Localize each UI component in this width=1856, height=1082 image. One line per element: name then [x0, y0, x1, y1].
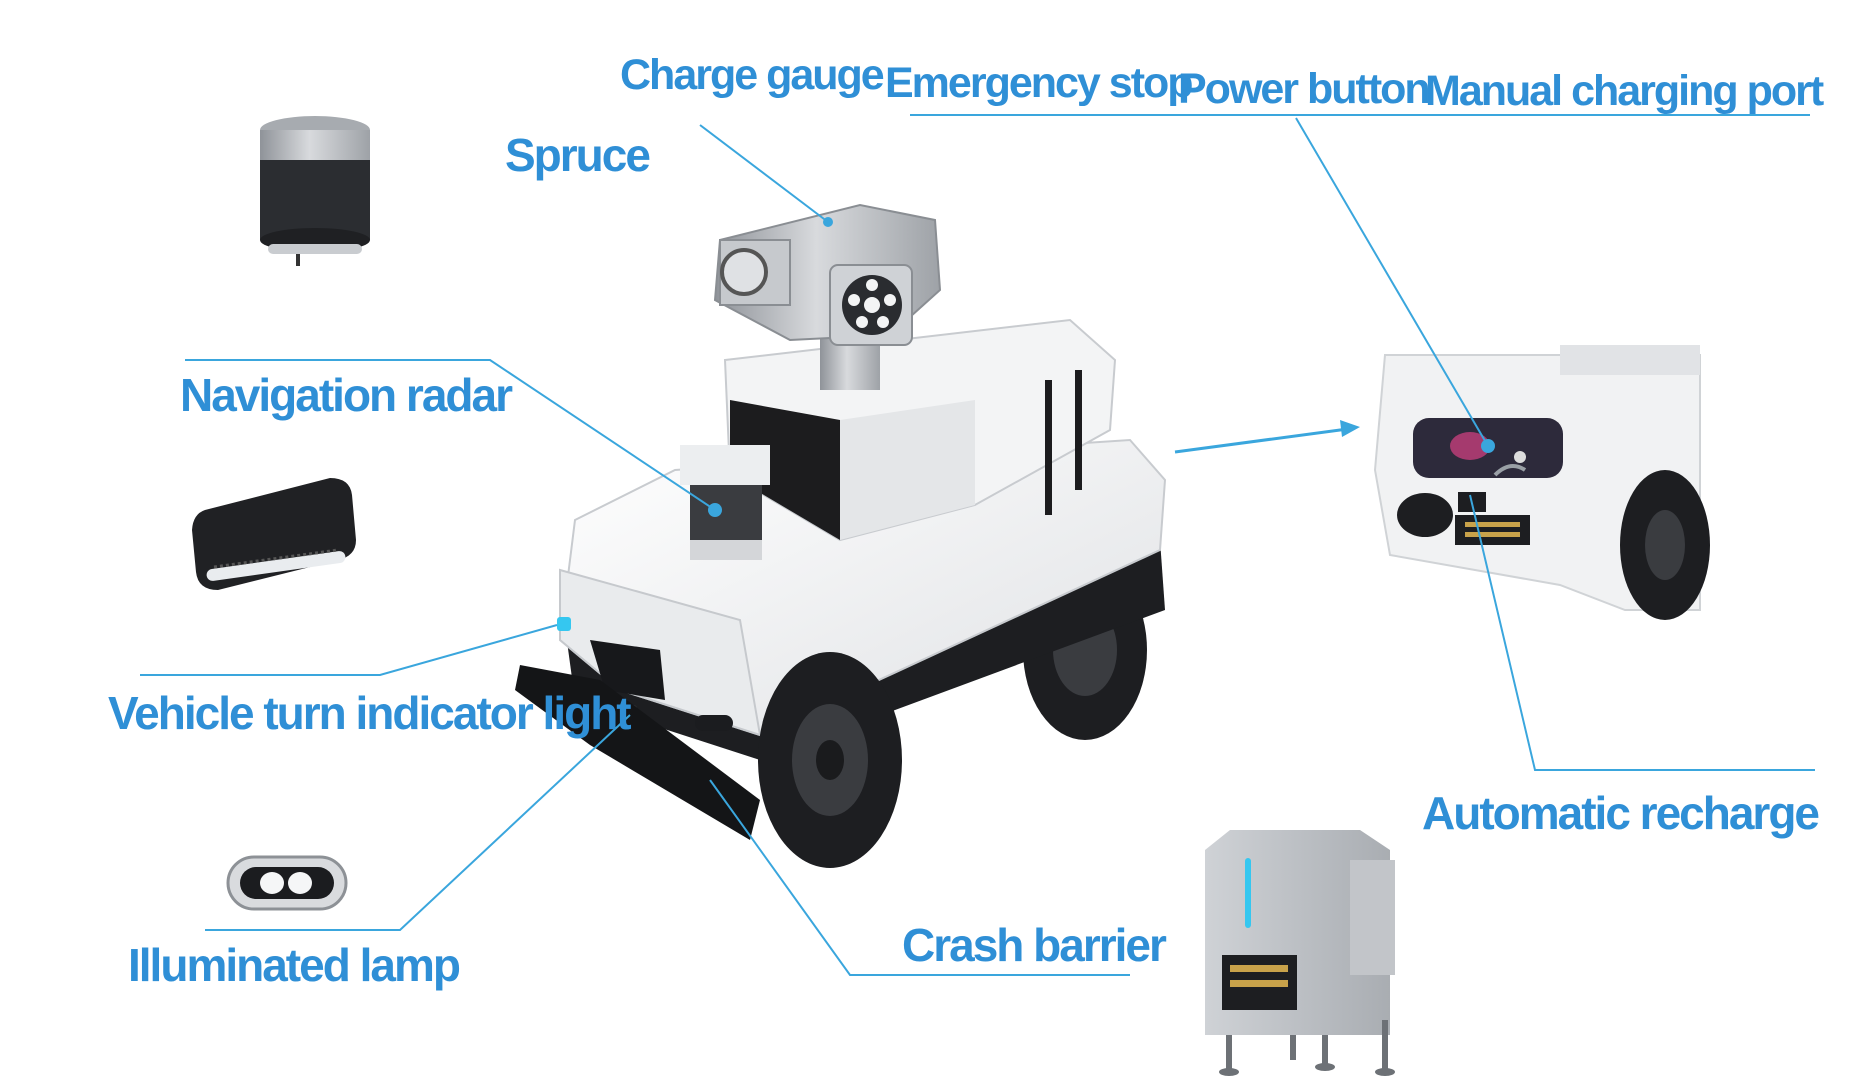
charging-station-icon [1205, 830, 1395, 1076]
illuminated-lamp-icon [226, 855, 348, 911]
label-automatic-recharge: Automatic recharge [1422, 787, 1820, 839]
label-navigation-radar: Navigation radar [180, 369, 513, 421]
patrol-robot-illustration [515, 203, 1167, 868]
label-spruce: Spruce [505, 129, 651, 181]
label-vehicle-turn-indicator-light: Vehicle turn indicator light [108, 687, 632, 739]
label-emergency-stop: Emergency stop [885, 59, 1194, 107]
label-power-button: Power button [1178, 65, 1431, 113]
lidar-sensor-icon [260, 116, 370, 266]
label-manual-charging-port: Manual charging port [1425, 67, 1824, 115]
control-panel-detail-inset [1373, 345, 1710, 620]
label-illuminated-lamp: Illuminated lamp [128, 939, 461, 991]
label-crash-barrier: Crash barrier [902, 919, 1167, 971]
label-charge-gauge: Charge gauge [620, 51, 885, 99]
led-light-bar-icon [192, 478, 356, 590]
leader-lines [140, 114, 1815, 976]
